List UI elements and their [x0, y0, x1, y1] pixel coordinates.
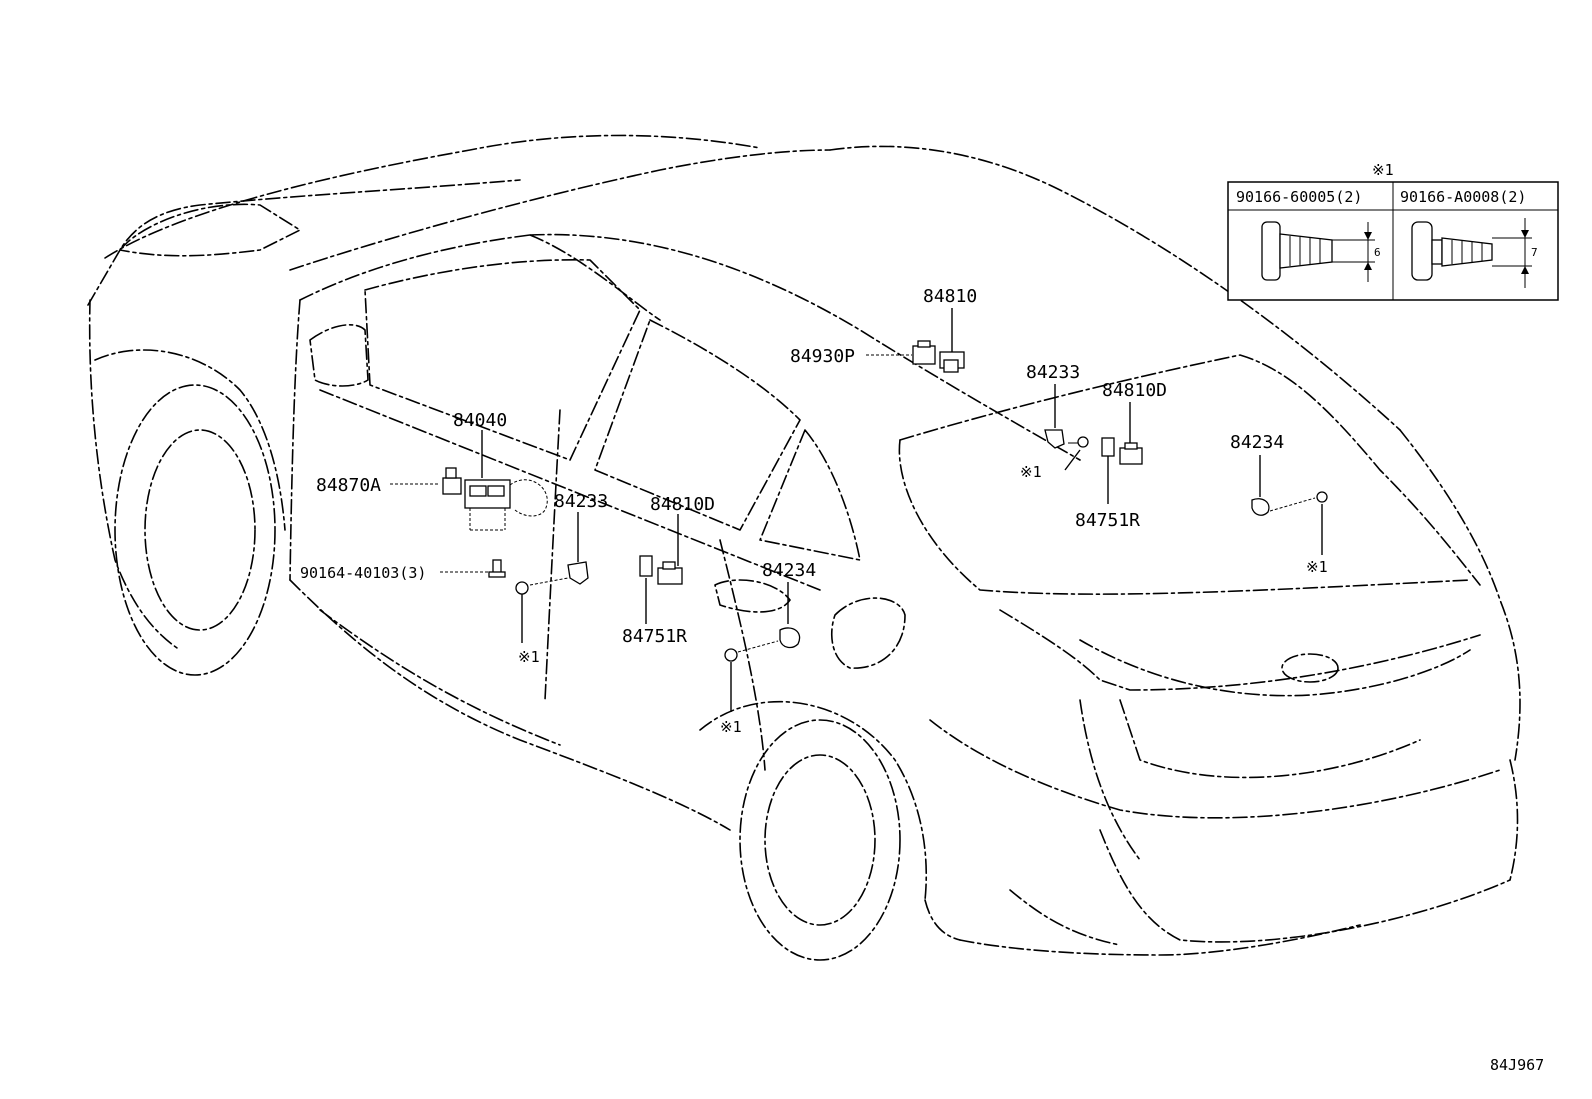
callout-ref-mark-rear-b: ※1	[1306, 558, 1328, 576]
callout-84233-rear: 84233	[1026, 362, 1080, 383]
inset-col2-dim: 7	[1531, 246, 1538, 259]
callout-84810d-front: 84810D	[650, 494, 715, 515]
inset-col1-dim: 6	[1374, 246, 1381, 259]
screw-icon	[1411, 218, 1532, 288]
callout-90164-40103: 90164-40103(3)	[300, 564, 426, 582]
screw-icon	[1261, 221, 1375, 282]
inset-col1-part: 90166-60005(2)	[1236, 188, 1362, 206]
rear-bumper-retainer-parts	[1251, 455, 1328, 555]
callout-84751r-front: 84751R	[622, 626, 687, 647]
vehicle-outline	[87, 134, 1521, 961]
callout-84751r-rear: 84751R	[1075, 510, 1140, 531]
callout-ref-mark-rear-a: ※1	[1020, 463, 1042, 481]
callout-labels: 84810 84930P 84233 84810D 84234 84751R ※…	[300, 286, 1328, 736]
front-door-module-parts	[390, 430, 548, 578]
callout-84810: 84810	[923, 286, 977, 307]
callout-84234-front: 84234	[762, 560, 816, 581]
callout-84870a: 84870A	[316, 475, 381, 496]
front-door-sensor-parts	[639, 514, 683, 624]
inset-ref-mark: ※1	[1372, 161, 1394, 179]
callout-84234-rear: 84234	[1230, 432, 1284, 453]
callout-ref-mark-front: ※1	[518, 648, 540, 666]
callout-84233-front: 84233	[554, 491, 608, 512]
front-door-clip-parts	[515, 512, 589, 643]
rear-door-retainer-parts	[724, 582, 801, 712]
screw-reference-inset: ※1 90166-60005(2) 90166-A0008(2) 6	[1227, 161, 1559, 301]
rear-right-sensor-parts	[1044, 384, 1143, 504]
inset-col2-part: 90166-A0008(2)	[1400, 188, 1526, 206]
callout-84040: 84040	[453, 410, 507, 431]
roof-sensor-parts	[866, 308, 965, 373]
diagram-id: 84J967	[1490, 1056, 1544, 1074]
callout-84930p: 84930P	[790, 346, 855, 367]
callout-84810d-rear: 84810D	[1102, 380, 1167, 401]
callout-ref-mark-door: ※1	[720, 718, 742, 736]
